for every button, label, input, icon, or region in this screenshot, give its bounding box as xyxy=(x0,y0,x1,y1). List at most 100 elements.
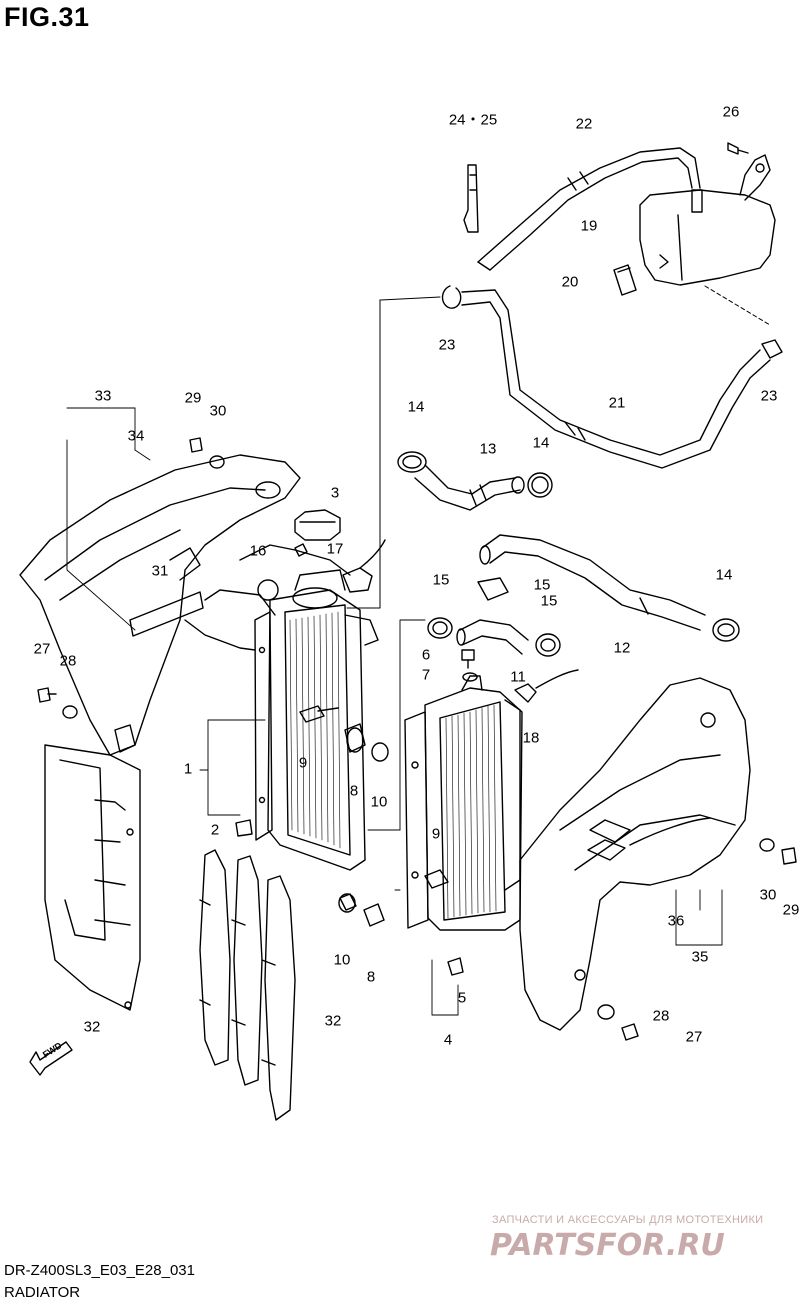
grommet-8-right xyxy=(363,903,385,927)
callout-label: 8 xyxy=(349,782,359,800)
callout-label: 28 xyxy=(59,652,77,670)
clamp-14-c xyxy=(712,618,740,642)
left-radiator-bracket xyxy=(254,611,273,841)
model-code: DR-Z400SL3_E03_E28_031 xyxy=(4,1262,195,1279)
callout-label: 14 xyxy=(715,566,733,584)
callout-label: 5 xyxy=(457,989,467,1007)
radiator-cap-3 xyxy=(294,509,341,541)
decal-31 xyxy=(129,591,204,637)
callout-label: 16 xyxy=(249,542,267,560)
bolt-29-left xyxy=(189,437,203,453)
mount-bolt-9-left xyxy=(299,705,339,723)
hose-11 xyxy=(456,619,529,655)
callout-label: 15 xyxy=(432,571,450,589)
callout-label: 35 xyxy=(691,948,709,966)
collar-10-left xyxy=(371,742,389,762)
leader-23b xyxy=(379,296,441,301)
callout-label: 30 xyxy=(759,886,777,904)
callout-label: 28 xyxy=(652,1007,670,1025)
callout-label: 15 xyxy=(533,576,551,594)
collar-10-right xyxy=(338,893,357,913)
callout-label: 31 xyxy=(151,562,169,580)
washer-7 xyxy=(462,672,478,682)
callout-label: 7 xyxy=(421,666,431,684)
callout-label: 13 xyxy=(479,440,497,458)
temp-sensor-18 xyxy=(514,669,579,703)
leader-23 xyxy=(346,299,381,609)
mount-bolt-9-right xyxy=(424,869,449,889)
hose-clamp-24-25 xyxy=(463,164,479,233)
screw-16 xyxy=(294,543,308,557)
washer-28-left xyxy=(62,705,78,719)
leader-tank xyxy=(704,285,771,326)
clip-5 xyxy=(447,957,464,976)
section-name: RADIATOR xyxy=(4,1284,81,1301)
callout-label: 11 xyxy=(510,668,526,686)
callout-label: 29 xyxy=(184,389,202,407)
callout-label: 8 xyxy=(366,968,376,986)
reservoir-hose-21 xyxy=(441,285,783,469)
grommet-20 xyxy=(613,264,637,296)
callout-label: 12 xyxy=(613,639,631,657)
watermark-logo-text: PARTSFOR.RU xyxy=(490,1228,725,1263)
callout-label: 3 xyxy=(330,484,340,502)
callout-label: 32 xyxy=(83,1018,101,1036)
overflow-hose-22 xyxy=(477,147,701,271)
callout-label: 20 xyxy=(561,273,579,291)
callout-label: 14 xyxy=(532,434,550,452)
callout-label: 18 xyxy=(522,729,540,747)
clip-2 xyxy=(235,819,253,837)
bolt-26 xyxy=(727,142,749,155)
callout-label: 23 xyxy=(438,336,456,354)
callout-label: 2 xyxy=(210,821,220,839)
washer-28-right xyxy=(597,1004,615,1020)
bolt-27-right xyxy=(621,1023,639,1041)
grommet-8-left xyxy=(344,723,366,753)
callout-label: 23 xyxy=(760,387,778,405)
clamp-14-a xyxy=(397,451,427,473)
left-radiator-shroud xyxy=(19,454,351,756)
callout-label: 32 xyxy=(324,1012,342,1030)
callout-label: 17 xyxy=(326,540,344,558)
watermark-tagline: ЗАПЧАСТИ И АКСЕССУАРЫ ДЛЯ МОТОТЕХНИКИ xyxy=(492,1214,764,1226)
hose-12 xyxy=(479,534,706,631)
bolt-27-left xyxy=(37,687,57,703)
callout-label: 27 xyxy=(685,1028,703,1046)
hose-13 xyxy=(414,464,525,511)
callout-label: 30 xyxy=(209,402,227,420)
callout-label: 15 xyxy=(540,592,558,610)
right-radiator-side-bracket xyxy=(404,699,521,929)
callout-label: 4 xyxy=(443,1031,453,1049)
callout-label: 9 xyxy=(431,825,441,843)
bolt-6 xyxy=(461,649,475,669)
watermark-logo: PARTSFOR.RU xyxy=(490,1228,725,1263)
clamp-15-a xyxy=(477,577,509,601)
louver-32-center xyxy=(199,849,296,1121)
bolt-29-right xyxy=(781,847,797,865)
leader-lines xyxy=(66,407,723,1016)
callout-label: 29 xyxy=(782,901,800,919)
callout-label: 14 xyxy=(407,398,425,416)
callout-label: 9 xyxy=(298,754,308,772)
callout-label: 10 xyxy=(370,793,388,811)
reservoir-tank xyxy=(639,154,776,286)
callout-label: 24・25 xyxy=(448,111,498,129)
callout-label: 36 xyxy=(667,912,685,930)
fwd-arrow-icon xyxy=(29,1041,73,1076)
callout-label: 34 xyxy=(127,427,145,445)
callout-label: 26 xyxy=(722,103,740,121)
washer-30-left xyxy=(209,455,225,469)
left-radiator-core xyxy=(267,569,379,871)
right-radiator-core xyxy=(424,675,523,931)
clamp-14-b xyxy=(527,472,553,498)
callout-label: 27 xyxy=(33,640,51,658)
callout-label: 6 xyxy=(421,646,431,664)
callout-label: 33 xyxy=(94,387,112,405)
right-radiator-shroud xyxy=(519,677,751,1031)
callout-label: 10 xyxy=(333,951,351,969)
thermo-switch-17 xyxy=(342,539,386,593)
louver-32-left xyxy=(44,744,141,1011)
right-radiator-fins xyxy=(445,704,497,919)
callout-label: 22 xyxy=(575,115,593,133)
